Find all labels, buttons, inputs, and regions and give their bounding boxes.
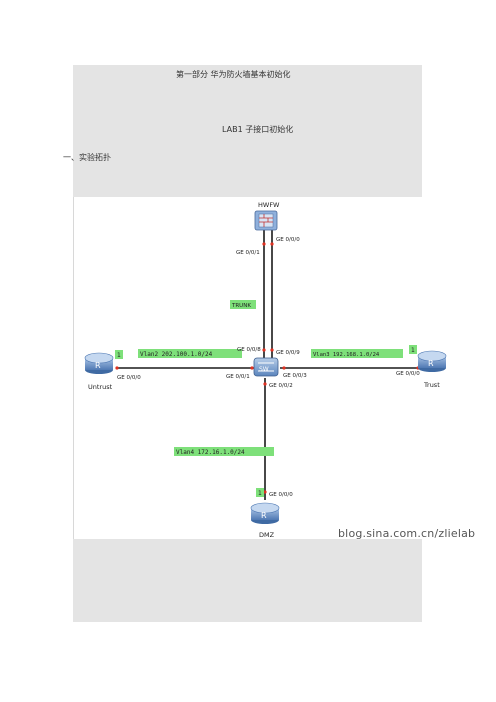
- svg-text:R: R: [261, 511, 267, 520]
- node-label-dmz: DMZ: [259, 531, 275, 539]
- port-sw-ge003: GE 0/0/3: [283, 373, 307, 379]
- lab-subtitle: LAB1 子接口初始化: [222, 125, 294, 134]
- port-sw-ge001: GE 0/0/1: [226, 374, 250, 380]
- page-title: 第一部分 华为防火墙基本初始化: [176, 70, 291, 79]
- switch-icon: [253, 357, 279, 377]
- node-label-untrust: Untrust: [88, 383, 113, 391]
- firewall-icon: [254, 210, 278, 231]
- blog-watermark: blog.sina.com.cn/zlielab: [338, 527, 476, 540]
- node-label-fw: HWFW: [258, 201, 280, 209]
- badge-dmz-bg: [256, 488, 264, 497]
- port-fw-ge001: GE 0/0/1: [236, 250, 260, 256]
- port-fw-ge000: GE 0/0/0: [276, 237, 300, 243]
- svg-text:R: R: [428, 359, 434, 368]
- link-endpoints: [115, 242, 420, 494]
- svg-text:R: R: [95, 361, 101, 370]
- port-sw-ge008: GE 0/0/8: [237, 347, 261, 353]
- router-untrust-icon: R: [84, 352, 114, 374]
- badge-untrust: 1: [117, 352, 121, 359]
- port-sw-ge002: GE 0/0/2: [269, 383, 293, 389]
- vlan3-label: Vlan3 192.168.1.0/24: [313, 352, 380, 358]
- vlan2-label: Vlan2 202.100.1.0/24: [140, 351, 213, 358]
- trunk-label: TRUNK: [231, 303, 251, 309]
- badge-trust: 1: [411, 347, 415, 354]
- port-untrust-ge000: GE 0/0/0: [117, 375, 141, 381]
- table-border: [73, 197, 74, 539]
- port-trust-ge000: GE 0/0/0: [396, 371, 420, 377]
- header-panel: [73, 65, 422, 197]
- port-dmz-ge000: GE 0/0/0: [269, 492, 293, 498]
- vlan4-label-bg: [174, 447, 274, 456]
- vlan4-label: Vlan4 172.16.1.0/24: [176, 449, 245, 456]
- router-trust-icon: R: [417, 350, 447, 372]
- router-dmz-icon: R: [250, 502, 280, 524]
- trunk-label-bg: [230, 300, 256, 309]
- badge-dmz: 1: [258, 490, 262, 497]
- node-label-trust: Trust: [423, 381, 440, 389]
- badge-untrust-bg: [115, 350, 123, 359]
- vlan3-label-bg: [311, 349, 403, 358]
- vlan2-label-bg: [138, 349, 242, 358]
- badge-trust-bg: [409, 345, 417, 354]
- footer-panel: [73, 539, 422, 622]
- port-sw-ge009: GE 0/0/9: [276, 350, 300, 356]
- section-heading: 一、实验拓扑: [63, 153, 111, 162]
- node-label-sw: SW: [259, 366, 269, 373]
